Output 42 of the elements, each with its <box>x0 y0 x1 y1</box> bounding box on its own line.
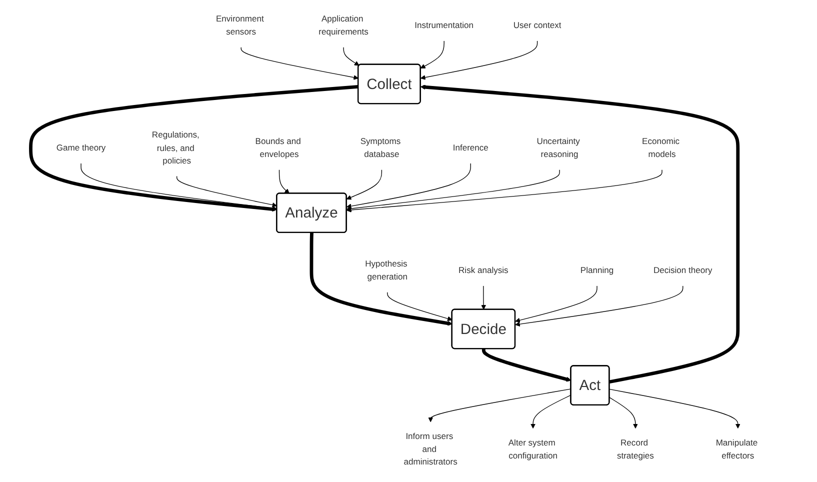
node-text: User context <box>513 20 562 30</box>
arrow <box>420 40 444 68</box>
arrow <box>346 169 382 200</box>
node-text: Economic models <box>642 136 680 160</box>
arrow <box>346 169 662 212</box>
node-text: Planning <box>580 266 614 276</box>
node-text: Record strategies <box>616 438 654 461</box>
arrow <box>481 285 486 310</box>
node-text: Instrumentation <box>414 20 474 30</box>
arrow <box>515 285 684 327</box>
node-text: Manipulate effectors <box>716 438 758 461</box>
arrow <box>346 169 560 212</box>
arrow <box>343 46 360 66</box>
arrow <box>310 232 452 326</box>
arrow <box>482 348 572 382</box>
arrow <box>176 176 278 208</box>
node-text: Bounds and envelopes <box>255 136 301 160</box>
arrow <box>420 40 538 80</box>
arrow <box>80 162 278 211</box>
arrow <box>428 388 572 422</box>
arrow <box>530 394 572 429</box>
arrow <box>346 162 471 209</box>
node-text: Inform users and administrators <box>404 432 458 467</box>
node-text: Environment sensors <box>216 14 264 37</box>
arrow <box>515 285 598 323</box>
arrow <box>278 169 290 194</box>
node-text: Game theory <box>56 143 106 153</box>
node-text: Risk analysis <box>458 266 508 276</box>
node-text: Regulations, rules, and policies <box>152 130 200 166</box>
arrow <box>609 397 638 429</box>
arrow <box>387 292 452 322</box>
node-text: Hypothesis generation <box>365 259 408 282</box>
arrow <box>420 84 740 384</box>
node-text: Symptoms database <box>360 136 401 160</box>
node-text: Decision theory <box>653 266 712 276</box>
arrow <box>240 46 359 80</box>
node-text: Alter system configuration <box>508 438 558 461</box>
node-text: Application requirements <box>318 14 368 37</box>
node-text: Inference <box>452 143 488 153</box>
arrow <box>609 388 740 429</box>
arrow <box>29 84 358 212</box>
node-text: Uncertainty reasoning <box>536 136 580 160</box>
